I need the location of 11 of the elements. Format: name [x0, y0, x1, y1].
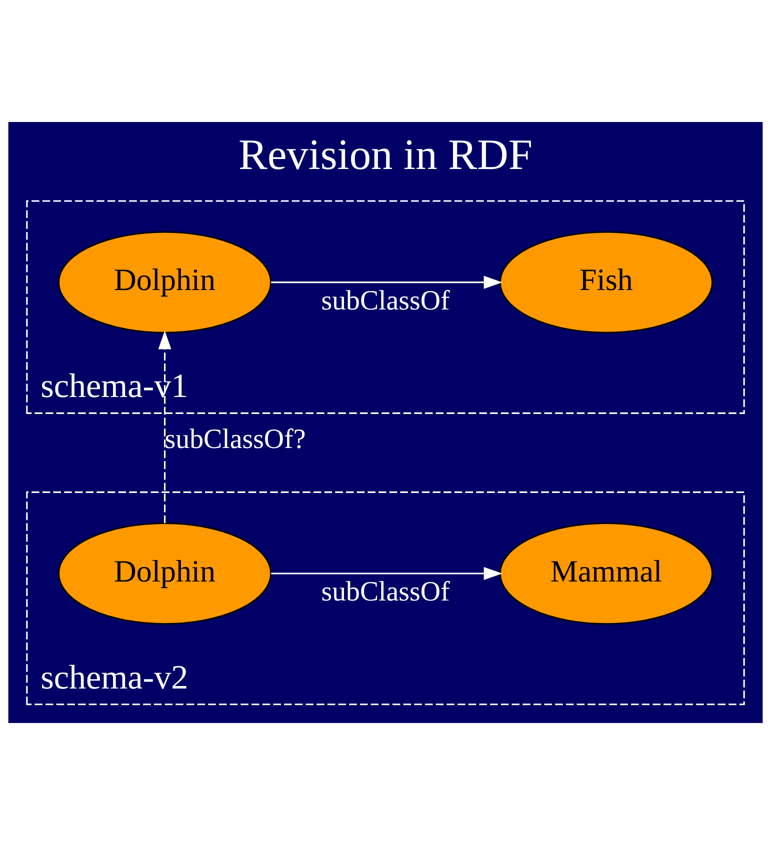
arrow	[271, 567, 502, 580]
edge-label: subClassOf	[321, 576, 450, 608]
node-ellipse: Mammal	[499, 522, 714, 625]
node-ellipse: Dolphin	[58, 231, 272, 334]
node-ellipse: Fish	[499, 231, 714, 334]
arrow	[271, 276, 502, 289]
node-ellipse: Dolphin	[58, 522, 272, 625]
diagram-title: Revision in RDF	[238, 131, 532, 180]
edge-label: subClassOf?	[164, 424, 306, 455]
arrow	[158, 330, 172, 524]
edge-label: subClassOf	[321, 285, 450, 316]
